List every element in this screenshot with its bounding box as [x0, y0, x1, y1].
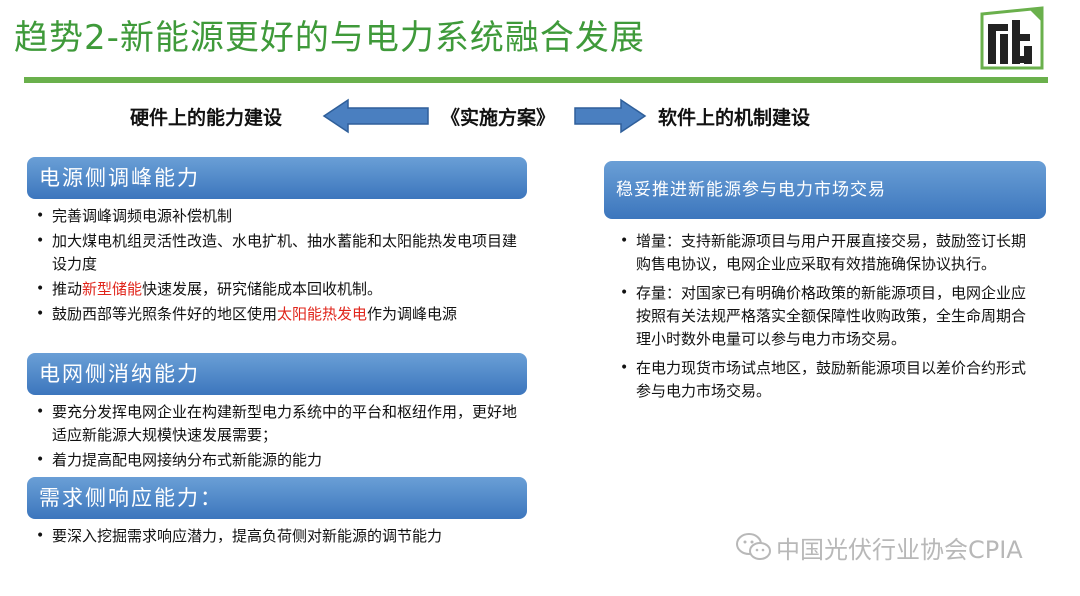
grid-side-list: 要充分发挥电网企业在构建新型电力系统中的平台和枢纽作用，更好地适应新能源大规模快…	[28, 401, 528, 474]
list-item: 着力提高配电网接纳分布式新能源的能力	[28, 449, 528, 472]
list-item: 要充分发挥电网企业在构建新型电力系统中的平台和枢纽作用，更好地适应新能源大规模快…	[28, 401, 528, 447]
list-item: 鼓励西部等光照条件好的地区使用太阳能热发电作为调峰电源	[28, 303, 528, 326]
supply-side-list: 完善调峰调频电源补偿机制 加大煤电机组灵活性改造、水电扩机、抽水蓄能和太阳能热发…	[28, 205, 528, 328]
title-divider	[24, 77, 1048, 83]
list-item: 推动新型储能快速发展，研究储能成本回收机制。	[28, 278, 528, 301]
section-heading-demand-side: 需求侧响应能力：	[27, 477, 527, 519]
list-item: 在电力现货市场试点地区，鼓励新能源项目以差价合约形式参与电力市场交易。	[612, 357, 1038, 403]
section-heading-grid-side: 电网侧消纳能力	[27, 353, 527, 395]
header-center-label: 《实施方案》	[441, 107, 556, 129]
list-item: 完善调峰调频电源补偿机制	[28, 205, 528, 228]
demand-side-list: 要深入挖掘需求响应潜力，提高负荷侧对新能源的调节能力	[28, 525, 528, 550]
section-heading-supply-side: 电源侧调峰能力	[27, 157, 527, 199]
list-item: 存量：对国家已有明确价格政策的新能源项目，电网企业应按照有关法规严格落实全额保障…	[612, 282, 1038, 351]
market-list: 增量：支持新能源项目与用户开展直接交易，鼓励签订长期购售电协议，电网企业应采取有…	[612, 230, 1038, 405]
wechat-icon	[736, 533, 771, 560]
header-left-label: 硬件上的能力建设	[130, 107, 283, 129]
header-right-label: 软件上的机制建设	[658, 107, 811, 129]
arrow-left-icon	[322, 98, 429, 134]
list-item: 增量：支持新能源项目与用户开展直接交易，鼓励签订长期购售电协议，电网企业应采取有…	[612, 230, 1038, 276]
cpia-logo-icon	[980, 6, 1044, 70]
arrow-right-icon	[574, 98, 647, 134]
list-item: 加大煤电机组灵活性改造、水电扩机、抽水蓄能和太阳能热发电项目建设力度	[28, 230, 528, 276]
page-title: 趋势2-新能源更好的与电力系统融合发展	[14, 18, 645, 58]
list-item: 要深入挖掘需求响应潜力，提高负荷侧对新能源的调节能力	[28, 525, 528, 548]
section-heading-market: 稳妥推进新能源参与电力市场交易	[604, 161, 1046, 219]
watermark-text: 中国光伏行业协会CPIA	[776, 536, 1023, 564]
